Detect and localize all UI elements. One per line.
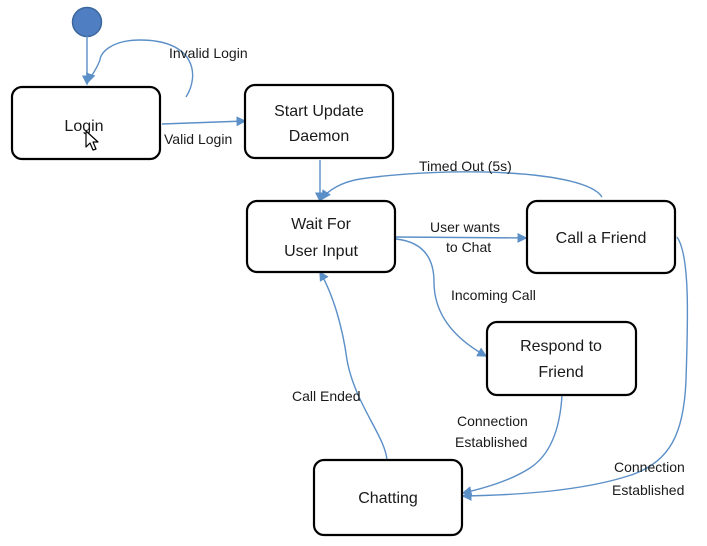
state-start-update-daemon: Start Update Daemon: [243, 83, 395, 160]
mouse-pointer-icon: [85, 130, 99, 151]
state-login-label: Login: [64, 118, 103, 135]
label-user-wants-to-chat-line-2: to Chat: [446, 239, 491, 255]
state-wait-for-user-input-label-line-2: User Input: [284, 243, 358, 260]
state-call-a-friend-label: Call a Friend: [556, 230, 647, 247]
state-wait-for-user-input-label-line-1: Wait For: [291, 216, 352, 233]
state-login: Login: [10, 85, 162, 161]
state-call-a-friend: Call a Friend: [525, 199, 677, 275]
label-connection-established-respond-line-2: Established: [455, 434, 527, 450]
label-user-wants-to-chat-line-1: User wants: [430, 219, 500, 235]
label-timed-out: Timed Out (5s): [419, 158, 512, 174]
transition-invalid-login: [85, 39, 194, 98]
state-respond-to-friend-label-line-2: Friend: [538, 364, 583, 381]
state-start-update-daemon-label-line-1: Start Update: [274, 103, 364, 120]
label-valid-login: Valid Login: [164, 131, 232, 147]
state-start-update-daemon-label-line-2: Daemon: [289, 128, 349, 145]
transition-connection-established-call: [461, 236, 689, 501]
label-connection-established-respond-line-1: Connection: [457, 413, 528, 429]
state-wait-for-user-input: Wait For User Input: [245, 199, 397, 274]
state-respond-to-friend-label-line-1: Respond to: [520, 338, 602, 355]
state-respond-to-friend: Respond to Friend: [485, 320, 638, 397]
state-chatting: Chatting: [312, 458, 464, 537]
transition-connection-established-respond: [461, 394, 563, 497]
transition-timed-out: [321, 171, 603, 201]
transition-user-wants-to-chat: [395, 232, 528, 243]
label-call-ended: Call Ended: [292, 388, 361, 404]
initial-state-node: [71, 6, 103, 38]
transition-incoming-call: [395, 238, 488, 357]
label-connection-established-call-line-2: Established: [612, 482, 684, 498]
label-invalid-login: Invalid Login: [169, 45, 248, 61]
transition-valid-login: [161, 116, 247, 127]
label-incoming-call: Incoming Call: [451, 287, 536, 303]
label-connection-established-call-line-1: Connection: [614, 459, 685, 475]
transition-call-ended: [319, 270, 388, 461]
state-chatting-label: Chatting: [358, 490, 418, 507]
